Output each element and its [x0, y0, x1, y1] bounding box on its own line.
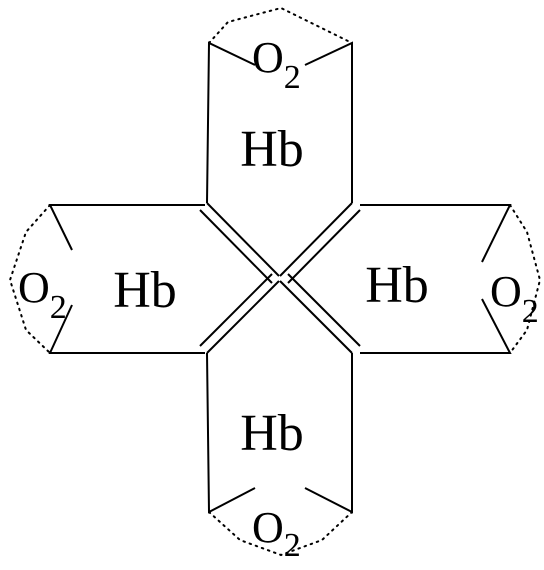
subunit-top: Hb O2: [206, 6, 353, 204]
subunit-bottom-binding-pocket: [208, 511, 353, 557]
oxygen-left: O2: [18, 263, 67, 326]
interface-line-ne-b: [287, 209, 361, 284]
subunit-left-label: Hb: [113, 262, 177, 319]
subunit-left-binding-pocket: [8, 204, 51, 354]
subunit-right-label: Hb: [365, 257, 429, 314]
subunit-top-binding-pocket: [208, 6, 353, 44]
interface-line-nw-b: [199, 209, 273, 284]
subunit-bottom-label: Hb: [240, 405, 304, 462]
oxygen-bottom: O2: [252, 503, 301, 564]
subunit-right-outline-bottom: [360, 298, 512, 354]
subunit-left-outline-bottom: [48, 304, 205, 354]
interface-line-sw-b: [199, 273, 273, 347]
interface-line-nw-a: [206, 202, 280, 277]
subunit-interfaces: [199, 202, 361, 354]
subunit-right: Hb O2: [360, 204, 542, 354]
subunit-right-binding-pocket: [509, 204, 542, 354]
subunit-bottom: Hb O2: [206, 352, 353, 564]
interface-line-se-b: [287, 273, 361, 347]
subunit-left-outline-top: [48, 204, 205, 251]
subunit-bottom-outline-right: [304, 353, 353, 514]
subunit-right-outline-top: [360, 204, 512, 263]
oxygen-right: O2: [490, 267, 539, 330]
subunit-left: Hb O2: [8, 204, 205, 354]
interface-line-ne-a: [279, 202, 353, 277]
interface-line-sw-a: [206, 280, 280, 354]
subunit-top-outline-right: [304, 41, 353, 203]
oxygen-top: O2: [252, 33, 301, 96]
subunit-top-label: Hb: [240, 121, 304, 178]
interface-line-se-a: [279, 280, 353, 354]
